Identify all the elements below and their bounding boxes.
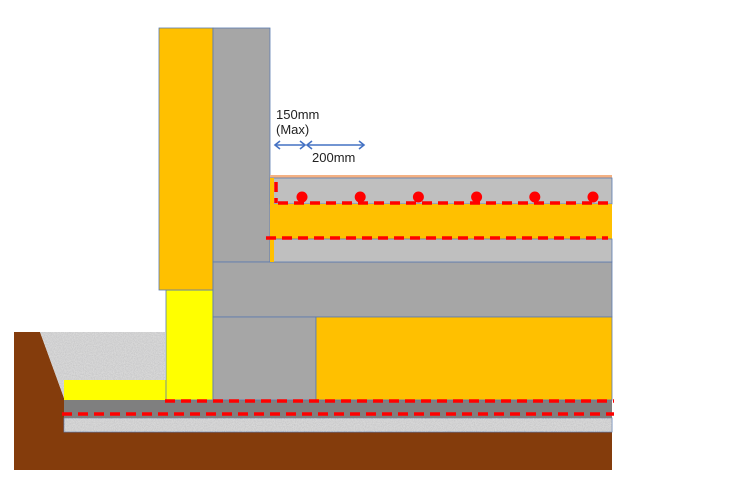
pipe-spacing-label: 200mm [312,150,355,165]
heating-pipe [412,191,424,203]
concrete-wall [212,27,271,263]
perimeter-insulation-vertical [165,289,214,401]
perimeter-insulation-horizontal [64,380,166,400]
heated-screed [269,177,613,205]
wall-external-insulation [158,27,214,291]
heating-pipe [471,191,483,203]
heating-pipes [296,191,599,203]
structural-slab [212,261,613,318]
membranes [62,182,614,416]
heating-pipe [354,191,366,203]
ground-soil [14,332,612,470]
pipe-spacing-arrow [305,140,366,150]
under-slab-insulation [315,316,613,401]
max-qualifier-label: (Max) [276,122,309,137]
edge-distance-arrow [273,140,307,150]
edge-distance-label: 150mm [276,107,319,122]
blinding-layer [64,400,612,418]
lower-screed [269,238,613,263]
foundation-block [212,316,317,401]
heating-pipe [529,191,541,203]
floor-finish [270,175,612,178]
heating-pipe [587,191,599,203]
edge-insulation-strip [270,178,274,262]
floor-insulation [270,204,612,239]
dimension-arrows [273,140,366,150]
gravel-backfill [40,332,165,398]
heating-pipe [296,191,308,203]
gravel-subbase [63,417,613,433]
